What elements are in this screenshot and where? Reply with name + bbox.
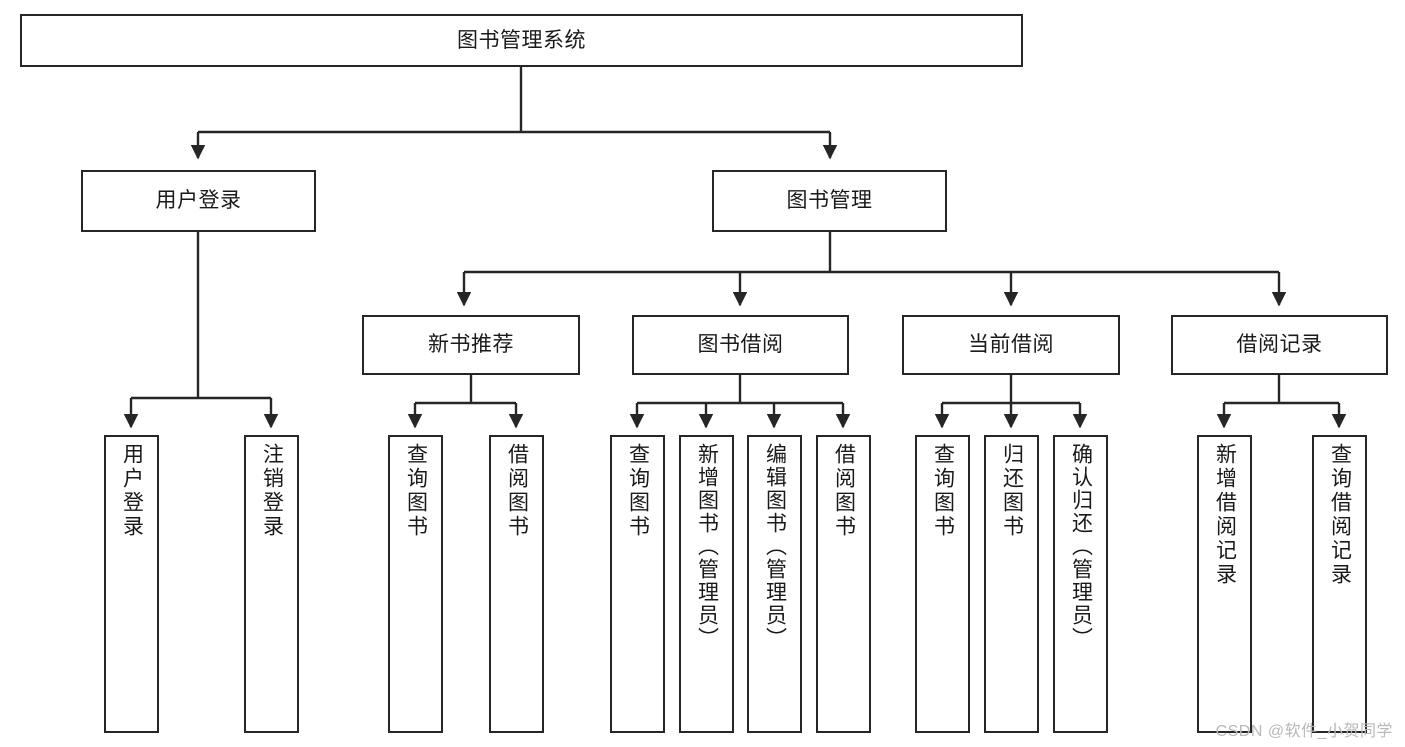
watermark-text: CSDN @软件_小贺同学 bbox=[1215, 723, 1393, 740]
node-current-borrow[interactable]: 当前借阅 bbox=[902, 315, 1120, 375]
node-label: 新增图书（管理员） bbox=[695, 443, 719, 650]
node-label: 图书借阅 bbox=[697, 333, 784, 357]
node-label: 新增借阅记录 bbox=[1213, 443, 1237, 587]
node-label: 注销登录 bbox=[260, 443, 284, 539]
node-label: 当前借阅 bbox=[968, 333, 1054, 357]
node-label: 查询图书 bbox=[931, 443, 955, 539]
node-label: 借阅图书 bbox=[832, 443, 856, 539]
node-label: 新书推荐 bbox=[428, 333, 514, 357]
node-new-book-recommend[interactable]: 新书推荐 bbox=[362, 315, 580, 375]
node-label: 查询借阅记录 bbox=[1328, 443, 1352, 587]
node-label: 确认归还（管理员） bbox=[1069, 443, 1093, 650]
node-label: 查询图书 bbox=[626, 443, 650, 539]
leaf-new-book-query-book[interactable]: 查询图书 bbox=[388, 435, 443, 733]
leaf-new-book-borrow-book[interactable]: 借阅图书 bbox=[489, 435, 544, 733]
node-label: 用户登录 bbox=[155, 189, 242, 213]
node-borrow-records[interactable]: 借阅记录 bbox=[1171, 315, 1388, 375]
leaf-user-login[interactable]: 用户登录 bbox=[104, 435, 159, 733]
node-label: 图书管理系统 bbox=[457, 28, 586, 52]
node-user-login[interactable]: 用户登录 bbox=[81, 170, 316, 232]
node-label: 用户登录 bbox=[120, 443, 144, 539]
node-label: 借阅记录 bbox=[1236, 333, 1323, 357]
node-label: 编辑图书（管理员） bbox=[763, 443, 787, 650]
leaf-borrow-records-query-record[interactable]: 查询借阅记录 bbox=[1312, 435, 1367, 733]
leaf-logout[interactable]: 注销登录 bbox=[244, 435, 299, 733]
node-label: 借阅图书 bbox=[505, 443, 529, 539]
leaf-book-borrow-borrow-book[interactable]: 借阅图书 bbox=[816, 435, 871, 733]
leaf-book-borrow-add-book-admin[interactable]: 新增图书（管理员） bbox=[679, 435, 734, 733]
node-root-book-management-system[interactable]: 图书管理系统 bbox=[20, 14, 1023, 67]
leaf-current-borrow-query-book[interactable]: 查询图书 bbox=[915, 435, 970, 733]
node-label: 归还图书 bbox=[1000, 443, 1024, 539]
leaf-current-borrow-confirm-return-admin[interactable]: 确认归还（管理员） bbox=[1053, 435, 1108, 733]
leaf-book-borrow-edit-book-admin[interactable]: 编辑图书（管理员） bbox=[747, 435, 802, 733]
node-label: 查询图书 bbox=[404, 443, 428, 539]
leaf-book-borrow-query-book[interactable]: 查询图书 bbox=[610, 435, 665, 733]
node-label: 图书管理 bbox=[786, 189, 873, 213]
node-book-borrow[interactable]: 图书借阅 bbox=[632, 315, 849, 375]
leaf-current-borrow-return-book[interactable]: 归还图书 bbox=[984, 435, 1039, 733]
leaf-borrow-records-add-record[interactable]: 新增借阅记录 bbox=[1197, 435, 1252, 733]
node-book-management[interactable]: 图书管理 bbox=[712, 170, 947, 232]
